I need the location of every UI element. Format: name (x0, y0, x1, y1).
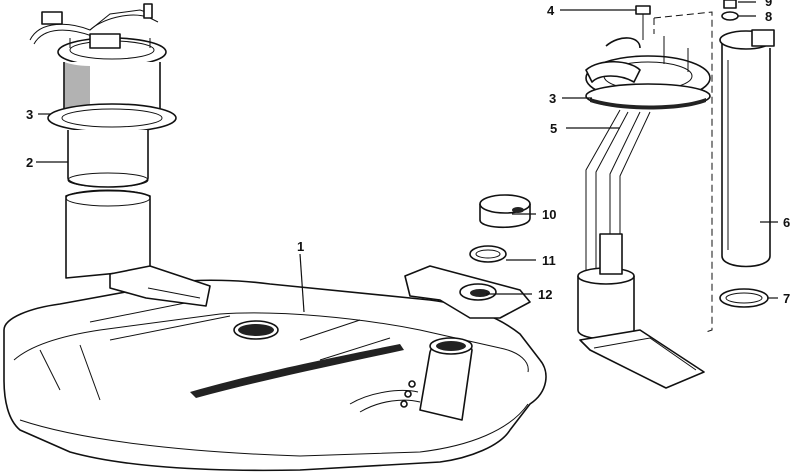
cap-assembly (404, 194, 531, 319)
callout-6: 6 (783, 215, 790, 230)
callout-2: 2 (26, 155, 33, 170)
callout-labels: 1 2 3 3 4 5 6 7 8 9 10 11 12 (26, 0, 790, 306)
callout-11: 11 (542, 253, 556, 268)
callout-8: 8 (765, 9, 772, 24)
callout-7: 7 (783, 291, 790, 306)
left-sender-unit (29, 3, 177, 279)
callout-3-right: 3 (549, 91, 556, 106)
right-pump-assembly (577, 5, 711, 389)
callout-4: 4 (547, 3, 555, 18)
callout-1: 1 (297, 239, 304, 254)
callout-10: 10 (542, 207, 556, 222)
callout-9: 9 (765, 0, 772, 9)
callout-3-left: 3 (26, 107, 33, 122)
callout-12: 12 (538, 287, 552, 302)
callout-leaders (36, 1, 778, 313)
fuel-tank-body (3, 265, 547, 472)
filter-cylinder-assembly (653, 0, 775, 333)
callout-5: 5 (550, 121, 557, 136)
